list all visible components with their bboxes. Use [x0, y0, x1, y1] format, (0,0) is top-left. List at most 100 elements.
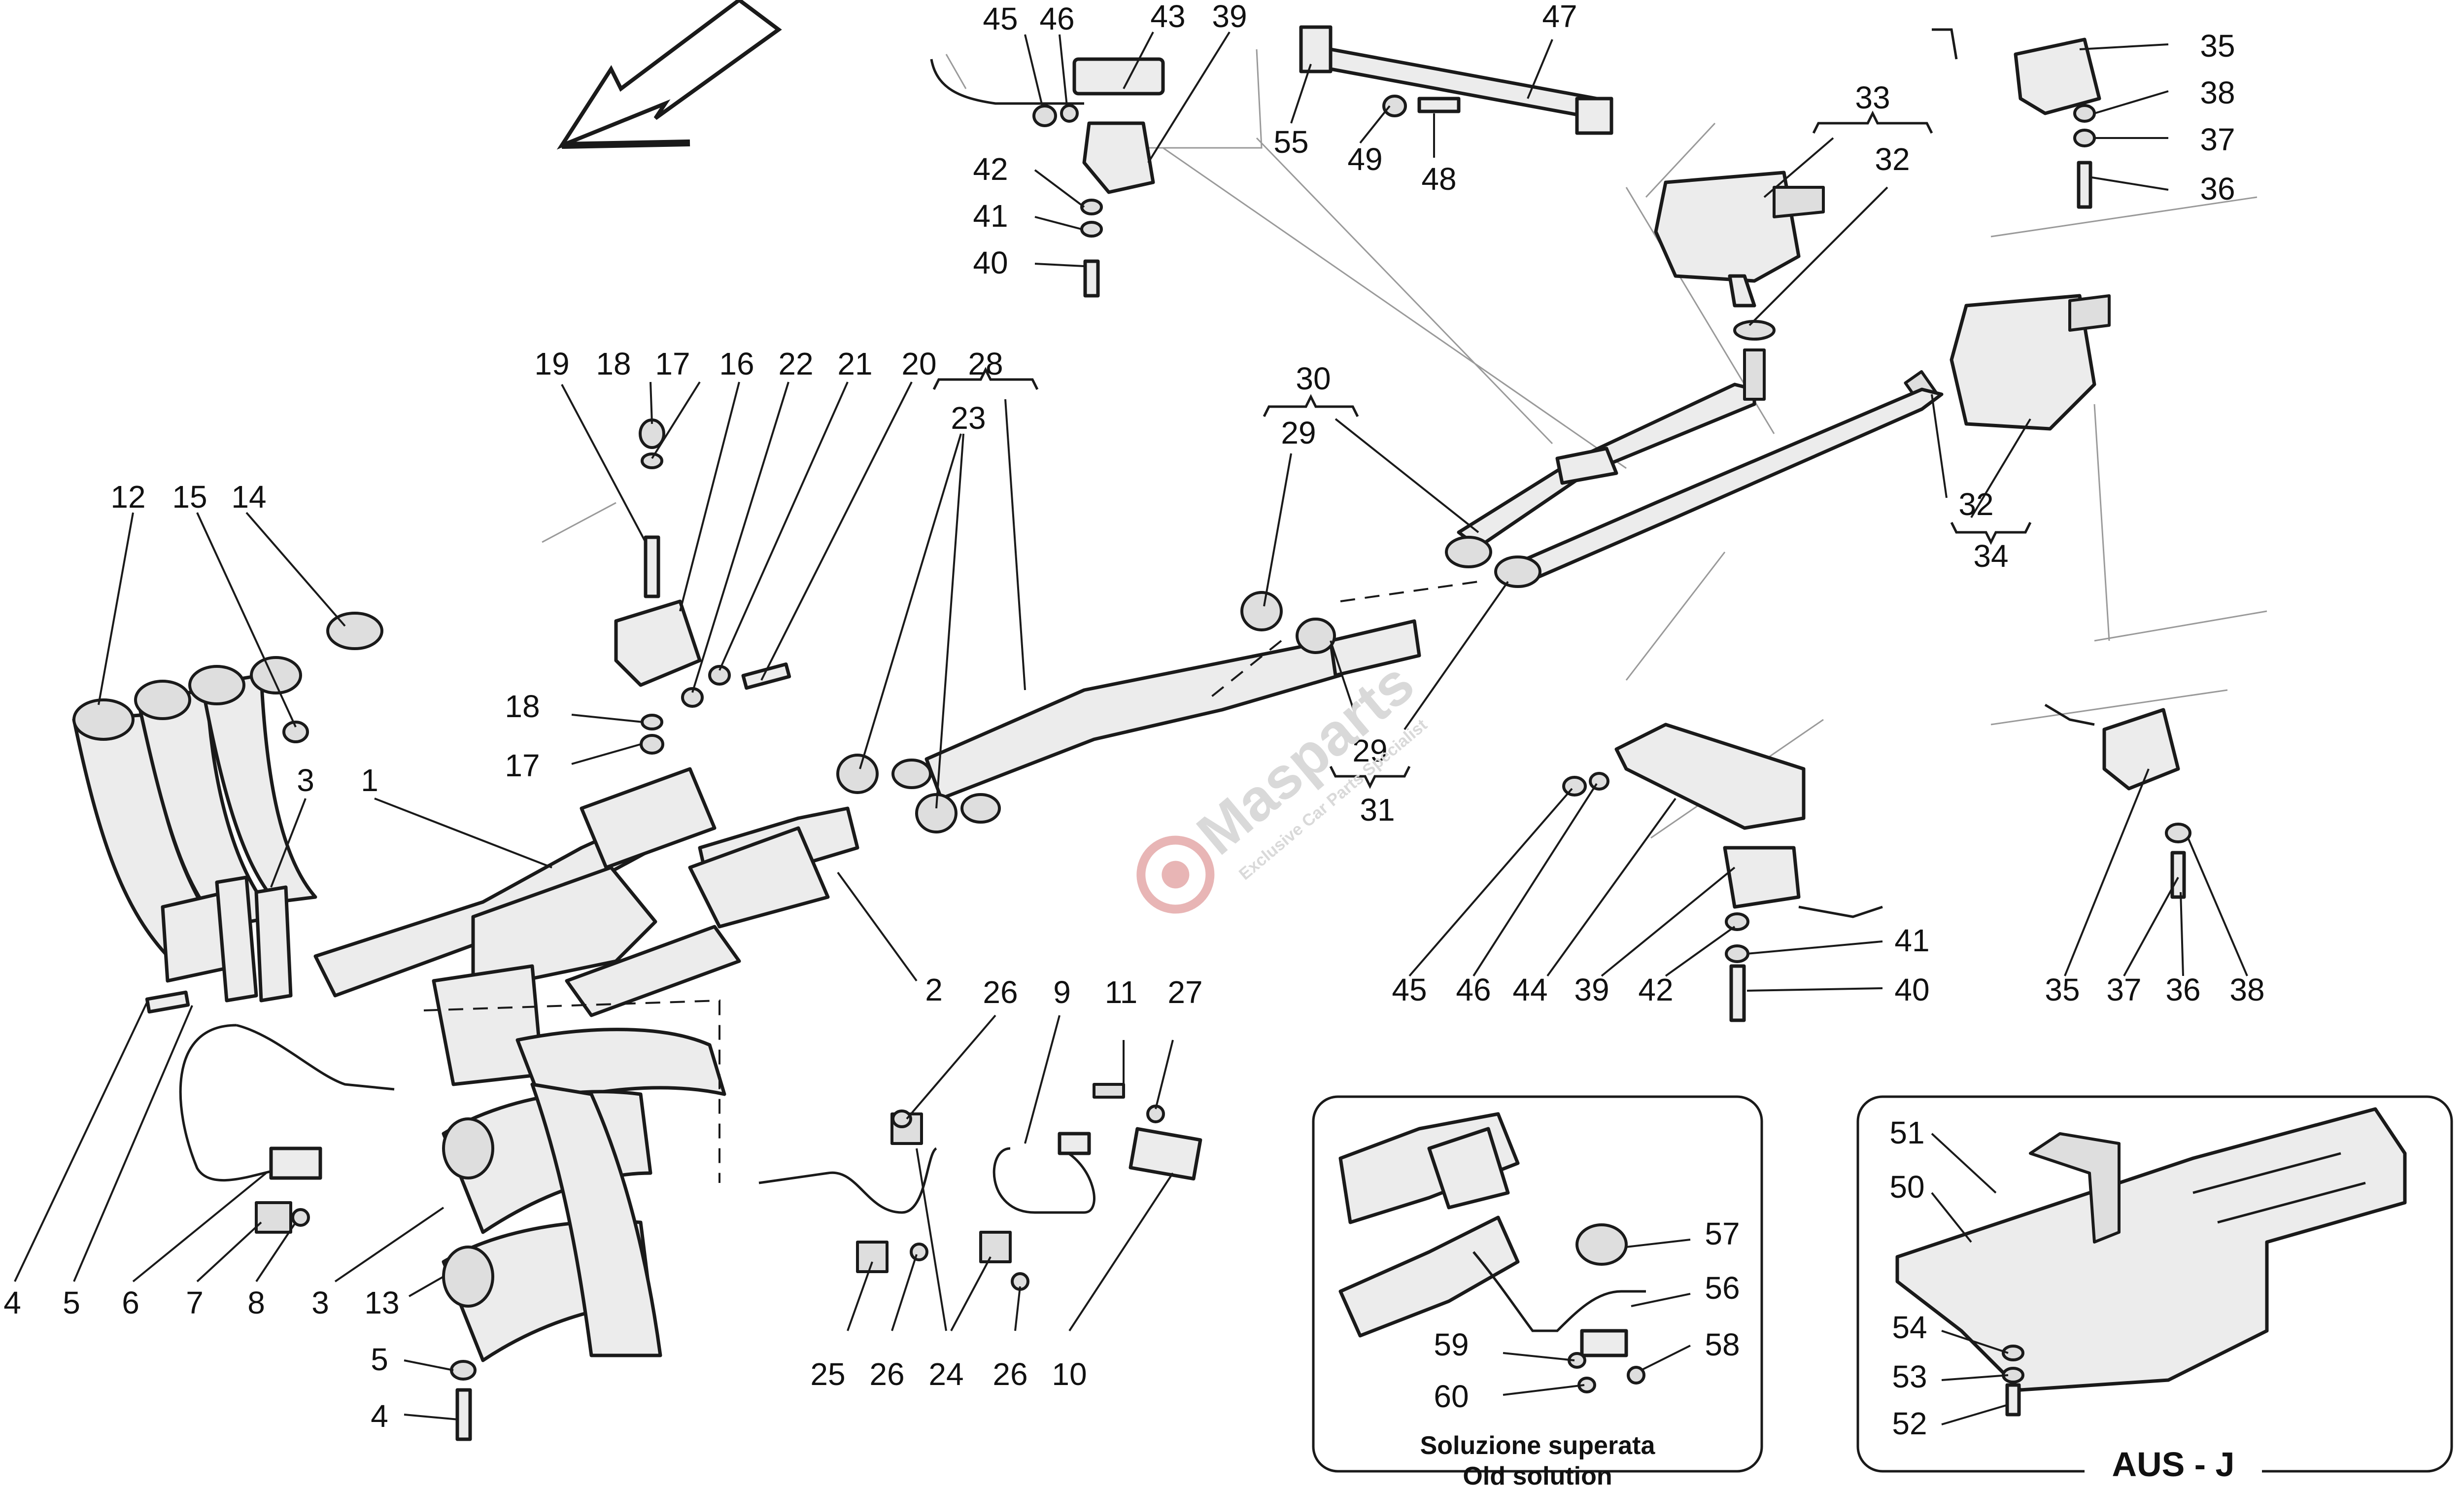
callout-53: 53	[1892, 1359, 1927, 1394]
callout-42: 42	[973, 151, 1008, 187]
inset-aus-j: 51 50 54 53 52 AUS - J	[1856, 1095, 2453, 1484]
callout-12: 12	[110, 479, 145, 515]
heat-shield-bracket	[614, 418, 791, 755]
callout-21: 21	[837, 346, 872, 381]
callout-48: 48	[1421, 161, 1456, 197]
callout-26: 26	[992, 1356, 1027, 1392]
callout-36: 36	[2200, 171, 2235, 207]
callout-51: 51	[1889, 1115, 1924, 1150]
callout-55: 55	[1273, 124, 1308, 160]
inset-tag: AUS - J	[2112, 1445, 2235, 1484]
callout-39: 39	[1574, 972, 1609, 1007]
callout-26: 26	[869, 1356, 904, 1392]
callout-13: 13	[364, 1285, 399, 1320]
inset-caption-english: Old solution	[1463, 1462, 1612, 1490]
perspective-guides	[542, 49, 2267, 839]
callout-29: 29	[1352, 733, 1387, 768]
callout-46: 46	[1039, 1, 1074, 36]
callout-45: 45	[1392, 972, 1427, 1007]
callout-43: 43	[1150, 0, 1185, 34]
callout-10: 10	[1052, 1356, 1087, 1392]
exhaust-pipes	[1445, 348, 1944, 588]
catalytic-converters	[313, 767, 859, 1017]
callout-14: 14	[231, 479, 266, 515]
callout-16: 16	[719, 346, 754, 381]
clamps	[836, 591, 1336, 833]
upper-right-hanger	[1932, 28, 2101, 209]
callout-52: 52	[1892, 1406, 1927, 1441]
callout-44: 44	[1512, 972, 1547, 1007]
callout-5: 5	[371, 1342, 388, 1377]
callout-18: 18	[505, 689, 540, 724]
callout-22: 22	[778, 346, 813, 381]
callout-57: 57	[1705, 1216, 1740, 1251]
direction-arrow-icon	[556, 0, 782, 150]
callout-35: 35	[2200, 28, 2235, 64]
crossmember-bracket	[1299, 25, 1613, 135]
callout-7: 7	[186, 1285, 204, 1320]
callout-3: 3	[297, 762, 314, 798]
callout-5: 5	[63, 1285, 80, 1320]
callout-3: 3	[311, 1285, 329, 1320]
callout-37: 37	[2200, 122, 2235, 157]
callout-37: 37	[2106, 972, 2141, 1007]
callout-28: 28	[968, 346, 1003, 381]
callout-17: 17	[655, 346, 690, 381]
callout-9: 9	[1053, 974, 1071, 1010]
callout-4: 4	[371, 1398, 388, 1434]
callout-18: 18	[596, 346, 631, 381]
callout-35: 35	[2045, 972, 2080, 1007]
callout-32: 32	[1875, 141, 1910, 177]
callout-labels: 45 46 43 39 47 42 41 40 55 49 48 33 32 3…	[3, 0, 2264, 1434]
callout-32: 32	[1958, 486, 1993, 522]
callout-25: 25	[810, 1356, 845, 1392]
callout-8: 8	[247, 1285, 265, 1320]
callout-11: 11	[1105, 974, 1137, 1010]
callout-24: 24	[928, 1356, 963, 1392]
callout-41: 41	[973, 198, 1008, 234]
callout-50: 50	[1889, 1169, 1924, 1205]
callout-29: 29	[1281, 415, 1316, 450]
callout-58: 58	[1705, 1327, 1740, 1362]
callout-54: 54	[1892, 1310, 1927, 1345]
callout-27: 27	[1167, 974, 1202, 1010]
lower-right-hanger	[2044, 703, 2191, 899]
leader-lines	[14, 31, 2248, 1421]
callout-6: 6	[122, 1285, 139, 1320]
inset-caption-italian: Soluzione superata	[1420, 1431, 1656, 1460]
callout-20: 20	[901, 346, 936, 381]
middle-hanger-bracket	[1562, 723, 1883, 1022]
callout-33: 33	[1855, 80, 1890, 115]
callout-47: 47	[1542, 0, 1577, 34]
callout-38: 38	[2200, 75, 2235, 110]
callout-59: 59	[1434, 1327, 1469, 1362]
callout-46: 46	[1456, 972, 1491, 1007]
callout-4: 4	[3, 1285, 21, 1320]
intermediate-pipe	[891, 581, 1479, 824]
callout-40: 40	[973, 245, 1008, 280]
callout-39: 39	[1212, 0, 1247, 34]
muffler-upper	[1654, 171, 1825, 341]
lambda-sensors	[145, 990, 1202, 1291]
callout-23: 23	[951, 400, 986, 436]
callout-40: 40	[1894, 972, 1929, 1007]
muffler-lower	[1904, 294, 2111, 431]
exhaust-manifold-lower	[423, 964, 726, 1441]
callout-56: 56	[1705, 1270, 1740, 1306]
exhaust-manifold-upper	[72, 612, 383, 1003]
callout-49: 49	[1347, 141, 1382, 177]
upper-left-hanger-bracket	[930, 57, 1165, 298]
callout-1: 1	[361, 762, 378, 798]
callout-36: 36	[2165, 972, 2200, 1007]
inset-old-solution: 57 56 59 58 60 Soluzione superata Old so…	[1312, 1095, 1763, 1490]
callout-19: 19	[534, 346, 569, 381]
callout-15: 15	[172, 479, 207, 515]
callout-30: 30	[1296, 361, 1331, 396]
callout-34: 34	[1973, 538, 2008, 574]
callout-17: 17	[505, 748, 540, 783]
callout-60: 60	[1434, 1379, 1469, 1414]
callout-26: 26	[983, 974, 1018, 1010]
callout-31: 31	[1360, 792, 1395, 828]
callout-2: 2	[925, 972, 943, 1007]
